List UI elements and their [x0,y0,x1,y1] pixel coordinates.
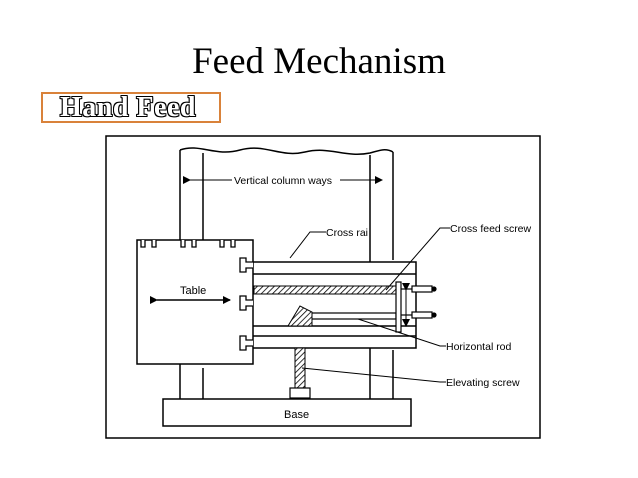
label-elevating-screw: Elevating screw [446,377,520,389]
horizontal-rod [299,312,397,320]
cross-feed-screw [253,285,397,295]
base [162,398,412,427]
label-vertical-column-ways: Vertical column ways [234,175,332,187]
table-t-slots [140,240,253,351]
diagram-frame [105,135,541,439]
label-cross-feed-screw: Cross feed screw [450,223,532,235]
label-base: Base [284,409,309,421]
label-horizontal-rod: Horizontal rod [446,341,512,353]
table-body [136,239,254,365]
subtitle-box: Hand Feed [41,92,221,123]
label-cross-rail: Cross rai [326,227,368,239]
elevating-screw-nut [289,387,311,399]
label-table: Table [180,285,206,297]
cross-rail [251,261,417,349]
bevel-gear [287,305,313,327]
leader-lines [289,227,450,383]
slide-title: Feed Mechanism [192,41,446,82]
